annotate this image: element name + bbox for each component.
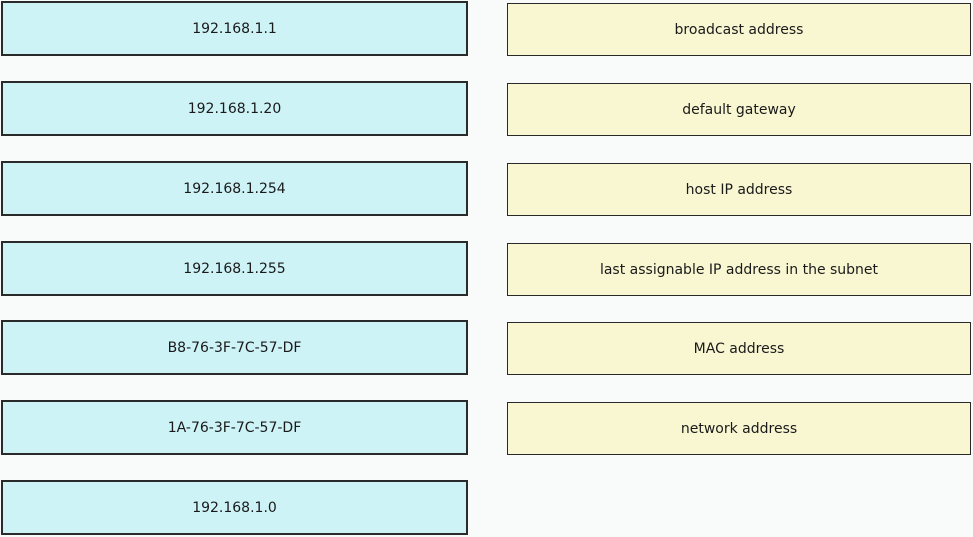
source-item[interactable]: B8-76-3F-7C-57-DF [1,320,468,375]
source-item[interactable]: 192.168.1.0 [1,480,468,535]
source-item[interactable]: 192.168.1.255 [1,241,468,296]
source-item[interactable]: 192.168.1.254 [1,161,468,216]
source-item[interactable]: 1A-76-3F-7C-57-DF [1,400,468,455]
target-item[interactable]: MAC address [507,322,971,375]
target-item[interactable]: default gateway [507,83,971,136]
source-item[interactable]: 192.168.1.1 [1,1,468,56]
target-item[interactable]: last assignable IP address in the subnet [507,243,971,296]
target-item[interactable]: broadcast address [507,3,971,56]
target-item[interactable]: network address [507,402,971,455]
target-item[interactable]: host IP address [507,163,971,216]
source-item[interactable]: 192.168.1.20 [1,81,468,136]
